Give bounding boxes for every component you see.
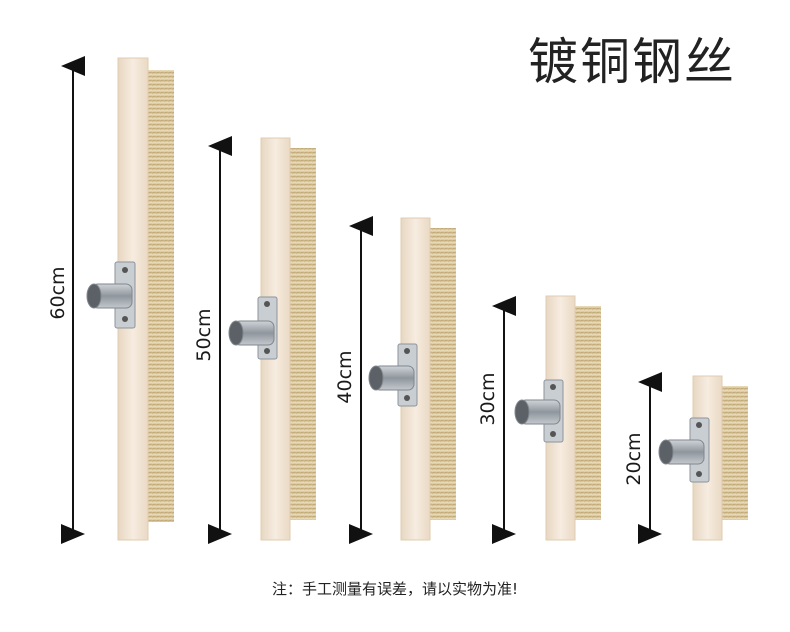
brush-20cm (638, 372, 748, 544)
handle-socket (86, 261, 136, 329)
size-label-60cm: 60cm (47, 266, 69, 320)
brush-40cm (349, 216, 456, 544)
handle-socket (658, 417, 710, 483)
handle-socket (514, 379, 564, 443)
size-label-50cm: 50cm (193, 308, 215, 362)
size-label-30cm: 30cm (477, 372, 499, 426)
product-title: 镀铜钢丝 (528, 33, 736, 91)
brush-30cm (492, 295, 601, 544)
size-label-40cm: 40cm (334, 350, 356, 404)
handle-socket (368, 343, 418, 407)
brush-60cm (61, 56, 174, 544)
brush-bristles (575, 306, 601, 520)
size-label-20cm: 20cm (623, 432, 645, 486)
brush-50cm (208, 136, 316, 544)
brush-bristles (148, 70, 174, 522)
handle-socket (228, 296, 278, 360)
brush-bristles (290, 148, 316, 520)
measurement-note: 注：手工测量有误差，请以实物为准! (271, 580, 518, 598)
brush-bristles (430, 228, 456, 520)
brush-bristles (722, 386, 748, 520)
